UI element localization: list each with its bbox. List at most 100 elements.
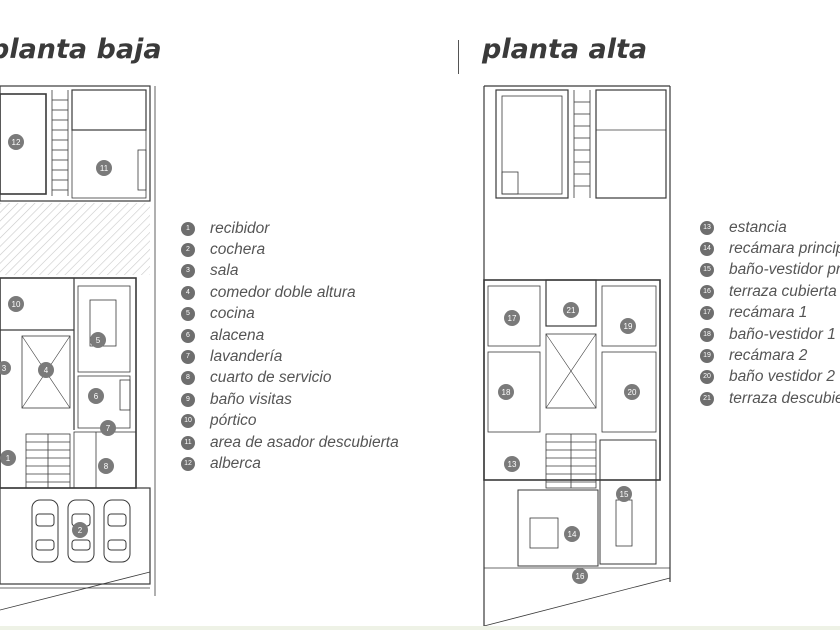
legend-label: baño-vestidor 1 [729, 325, 836, 343]
legend-item: 13 estancia [700, 217, 840, 238]
svg-text:3: 3 [2, 364, 7, 373]
plan-marker: 7 [100, 420, 116, 436]
legend-label: cocina [210, 305, 255, 323]
legend-label: pórtico [210, 412, 257, 430]
svg-text:7: 7 [106, 424, 111, 433]
legend-label: recámara 1 [729, 304, 808, 322]
ground-floor-plan [0, 85, 156, 611]
legend-label: cochera [210, 241, 266, 259]
svg-text:20: 20 [628, 388, 637, 397]
legend-label: cuarto de servicio [210, 369, 332, 387]
plan-marker: 2 [72, 522, 88, 538]
plan-marker: 10 [8, 296, 24, 312]
plan-marker: 6 [88, 388, 104, 404]
legend-item: 15 baño-vestidor principal [700, 260, 840, 281]
svg-text:4: 4 [44, 366, 49, 375]
plan-marker: 5 [90, 332, 106, 348]
garage-cars [31, 499, 131, 563]
legend-number: 13 [700, 220, 714, 235]
plan-marker: 16 [572, 568, 588, 584]
legend-label: comedor doble altura [210, 283, 356, 301]
plan-marker: 11 [96, 160, 112, 176]
pool [0, 93, 47, 195]
svg-text:18: 18 [502, 388, 511, 397]
svg-text:19: 19 [624, 322, 633, 331]
svg-text:10: 10 [12, 300, 21, 309]
plan-marker: 1 [0, 450, 16, 466]
svg-text:21: 21 [567, 306, 576, 315]
legend-label: baño visitas [210, 390, 292, 408]
legend-item: 1 recibidor [181, 218, 399, 239]
legend-item: 18 baño-vestidor 1 [700, 324, 840, 345]
legend-label: recibidor [210, 219, 270, 237]
legend-label: terraza descubierta [729, 389, 840, 407]
upper-floor-plan [483, 85, 671, 627]
plan-marker: 3 [0, 361, 11, 375]
legend-number: 1 [181, 221, 195, 236]
plan-marker: 8 [98, 458, 114, 474]
legend-item: 3 sala [181, 261, 399, 282]
legend-number: 8 [181, 371, 195, 386]
legend-number: 18 [700, 327, 714, 342]
plan-marker: 17 [504, 310, 520, 326]
plan-marker: 14 [564, 526, 580, 542]
plan-marker: 15 [616, 486, 632, 502]
svg-text:2: 2 [78, 526, 83, 535]
legend-number: 9 [181, 392, 195, 407]
legend-label: terraza cubierta [729, 282, 837, 300]
legend-label: estancia [729, 218, 787, 236]
svg-text:11: 11 [100, 164, 109, 173]
legend-label: lavandería [210, 348, 283, 366]
legend-item: 4 comedor doble altura [181, 282, 399, 303]
legend-label: alberca [210, 454, 261, 472]
title-divider [458, 40, 459, 74]
svg-text:8: 8 [104, 462, 109, 471]
svg-text:12: 12 [12, 138, 21, 147]
plan-marker: 12 [8, 134, 24, 150]
legend-number: 10 [181, 414, 195, 429]
ground-floor-legend: 1 recibidor 2 cochera 3 sala 4 comedor doble… [181, 218, 399, 475]
legend-number: 2 [181, 243, 195, 258]
plan-marker: 13 [504, 456, 520, 472]
legend-item: 10 pórtico [181, 411, 399, 432]
svg-text:13: 13 [508, 460, 517, 469]
legend-number: 11 [181, 435, 195, 450]
upper-floor-title: planta alta [482, 34, 648, 65]
legend-label: recámara principal [729, 240, 840, 258]
garden-strip [0, 203, 150, 275]
plan-marker: 20 [624, 384, 640, 400]
svg-text:5: 5 [96, 336, 101, 345]
legend-number: 15 [700, 263, 714, 278]
plan-marker: 19 [620, 318, 636, 334]
svg-text:1: 1 [6, 454, 11, 463]
svg-text:17: 17 [508, 314, 517, 323]
legend-number: 20 [700, 370, 714, 385]
upper-floor-markers: 17 21 19 18 20 13 15 14 16 [498, 302, 640, 584]
plan-marker: 4 [38, 362, 54, 378]
legend-item: 8 cuarto de servicio [181, 368, 399, 389]
legend-item: 2 cochera [181, 239, 399, 260]
bottom-strip [0, 626, 840, 630]
legend-number: 4 [181, 285, 195, 300]
svg-text:16: 16 [576, 572, 585, 581]
legend-number: 21 [700, 391, 714, 406]
legend-item: 21 terraza descubierta [700, 388, 840, 409]
legend-number: 19 [700, 349, 714, 364]
legend-number: 3 [181, 264, 195, 279]
legend-label: baño-vestidor principal [729, 261, 840, 279]
legend-number: 6 [181, 328, 195, 343]
svg-text:15: 15 [620, 490, 629, 499]
ground-floor-markers: 12 11 10 3 4 5 6 7 8 1 2 [0, 134, 116, 538]
legend-label: sala [210, 262, 239, 280]
